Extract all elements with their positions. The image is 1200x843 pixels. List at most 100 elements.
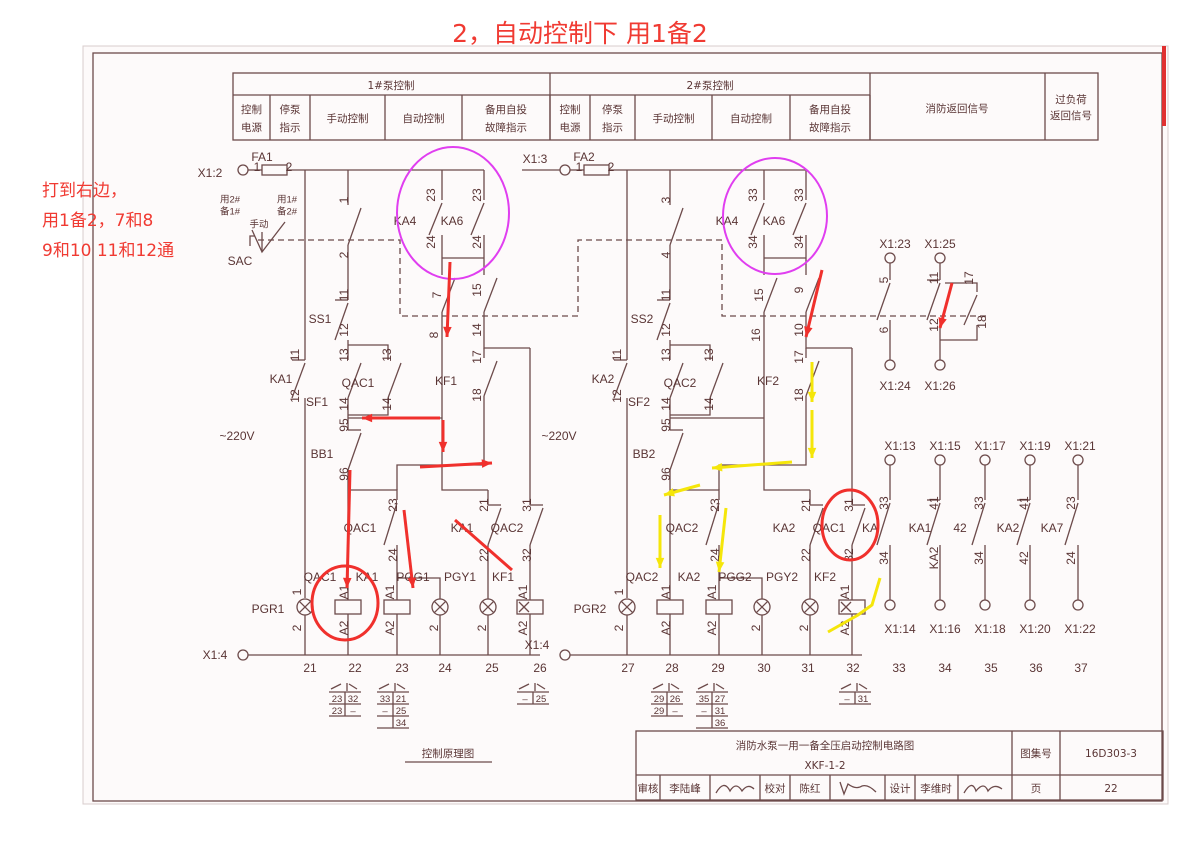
signal-label: 18 (975, 315, 989, 329)
pump2-start-button-contact (669, 362, 684, 399)
circuit2-label: PGY2 (766, 570, 798, 584)
red-flow-arrow (362, 413, 440, 423)
drawing-code: XKF-1-2 (804, 760, 845, 772)
header-subcolumn: 电源 (560, 121, 581, 134)
overload-terminal[interactable] (1024, 599, 1036, 611)
circuit1-label: KA6 (441, 214, 464, 228)
yellow-flow-arrow (807, 410, 817, 458)
pump1-run-indicator-lamp (431, 598, 449, 616)
signal-terminal[interactable] (884, 359, 896, 371)
pump1-start-button-contact (347, 362, 362, 399)
signal-label: 41 (927, 496, 941, 510)
selector-handle (249, 235, 255, 246)
overload-return-signal-header: 过负荷 (1055, 93, 1087, 106)
circuit1-label: 1 (337, 196, 351, 203)
cross-reference-number: 34 (396, 718, 407, 729)
pump1-control-header: 1#泵控制 (368, 79, 415, 92)
pump1-selector-contact (347, 207, 362, 246)
circuit2-label: A1 (705, 584, 719, 599)
pump2-thermal-relay-contact (669, 432, 684, 471)
column-number: 21 (303, 661, 317, 675)
pump2-time-relay-mark (840, 601, 852, 613)
circuit2-label: 33 (746, 188, 760, 202)
circuit1-label: A1 (383, 584, 397, 599)
circuit2-label: 3 (659, 196, 673, 203)
circuit2-label: 21 (799, 498, 813, 512)
checker-signature (839, 781, 877, 796)
signal-label: 23 (1064, 496, 1078, 510)
header-subcolumn: 停泵 (280, 103, 301, 116)
signal-label: 34 (877, 551, 891, 565)
atlas-label: 图集号 (1020, 747, 1052, 760)
red-flow-arrow (342, 469, 352, 589)
circuit2-label: 2 (797, 624, 811, 631)
circuit2-label: KA2 (773, 521, 796, 535)
overload-signal-contact (1016, 502, 1031, 546)
wire (441, 312, 488, 491)
circuit1-label: QAC2 (491, 521, 524, 535)
yellow-squiggle (827, 577, 882, 634)
circuit2-label: 12 (659, 323, 673, 337)
circuit1-label: QAC1 (342, 376, 375, 390)
signal-label: 6 (877, 326, 891, 333)
wire (763, 312, 810, 491)
cross-reference-number: 35 (699, 694, 710, 705)
signal-label: X1:19 (1019, 439, 1051, 453)
cross-reference-number: – (350, 706, 356, 717)
signal-terminal[interactable] (934, 359, 946, 371)
circuit1-label: 23 (424, 188, 438, 202)
signal-label: X1:14 (884, 622, 916, 636)
circuit1-label: 1 (290, 588, 304, 595)
circuit1-label: PGR1 (252, 602, 285, 616)
pump1-ka6-contact (470, 202, 485, 236)
overload-terminal[interactable] (934, 599, 946, 611)
overload-terminal[interactable] (979, 599, 991, 611)
function-header-table: 控制电源停泵指示手动控制自动控制备用自投故障指示控制电源停泵指示手动控制自动控制… (232, 72, 1099, 141)
overload-terminal[interactable] (884, 599, 896, 611)
circuit2-label: 2 (749, 624, 763, 631)
drawing-page (82, 45, 1169, 805)
circuit1-label: 11 (288, 348, 302, 361)
header-subcolumn: 控制 (241, 103, 262, 116)
header-subcolumn: 电源 (241, 121, 262, 134)
header-subcolumn: 停泵 (602, 103, 623, 116)
circuit1-label: PGY1 (444, 570, 476, 584)
circuit1-label: 备2# (277, 206, 298, 218)
page-number: 22 (1104, 783, 1117, 795)
circuit1-label: 24 (424, 235, 438, 249)
circuit1-label: 15 (470, 283, 484, 297)
circuit2-label: 31 (842, 498, 856, 512)
pump2-ka1-nc-contact (809, 507, 824, 546)
circuit1-label: KF1 (492, 570, 514, 584)
column-number: 36 (1029, 661, 1043, 675)
circuit1-label: 13 (380, 348, 394, 362)
circuit1-label: 21 (477, 498, 491, 512)
circuit1-label: 17 (470, 350, 484, 364)
circuit2-label: X1:4 (525, 638, 550, 652)
signal-label: KA7 (1041, 521, 1064, 535)
wire (719, 577, 763, 599)
wire (945, 282, 978, 292)
reviewer-name: 李陆峰 (669, 782, 701, 795)
signal-label: 11 (927, 271, 941, 284)
overload-terminal[interactable] (1072, 599, 1084, 611)
circuit2-label: 10 (792, 323, 806, 337)
circuit2-label: QAC2 (626, 570, 659, 584)
circuit1-label: 11 (337, 288, 351, 301)
circuit1-label: X1:2 (198, 166, 223, 180)
pump2-selector-contact (669, 207, 684, 246)
annotation-title: 2，自动控制下 用1备2 (452, 19, 708, 48)
pump2-ka-contact (613, 362, 628, 399)
circuit1-label: 24 (386, 548, 400, 562)
circuit2-label: A1 (838, 584, 852, 599)
circuit2-label: QAC2 (666, 521, 699, 535)
overload-signal-contact (876, 502, 891, 546)
fire-return-signal-header: 消防返回信号 (926, 102, 989, 115)
pump1-ka1-nc-contact (487, 507, 502, 546)
selector-switch-symbol (251, 221, 286, 254)
designer-name: 李维时 (920, 782, 952, 795)
header-subcolumn: 手动控制 (653, 112, 695, 125)
highlight-circle-qac1-contact (820, 488, 880, 562)
drawing-title: 消防水泵一用一备全压启动控制电路图 (736, 739, 915, 752)
